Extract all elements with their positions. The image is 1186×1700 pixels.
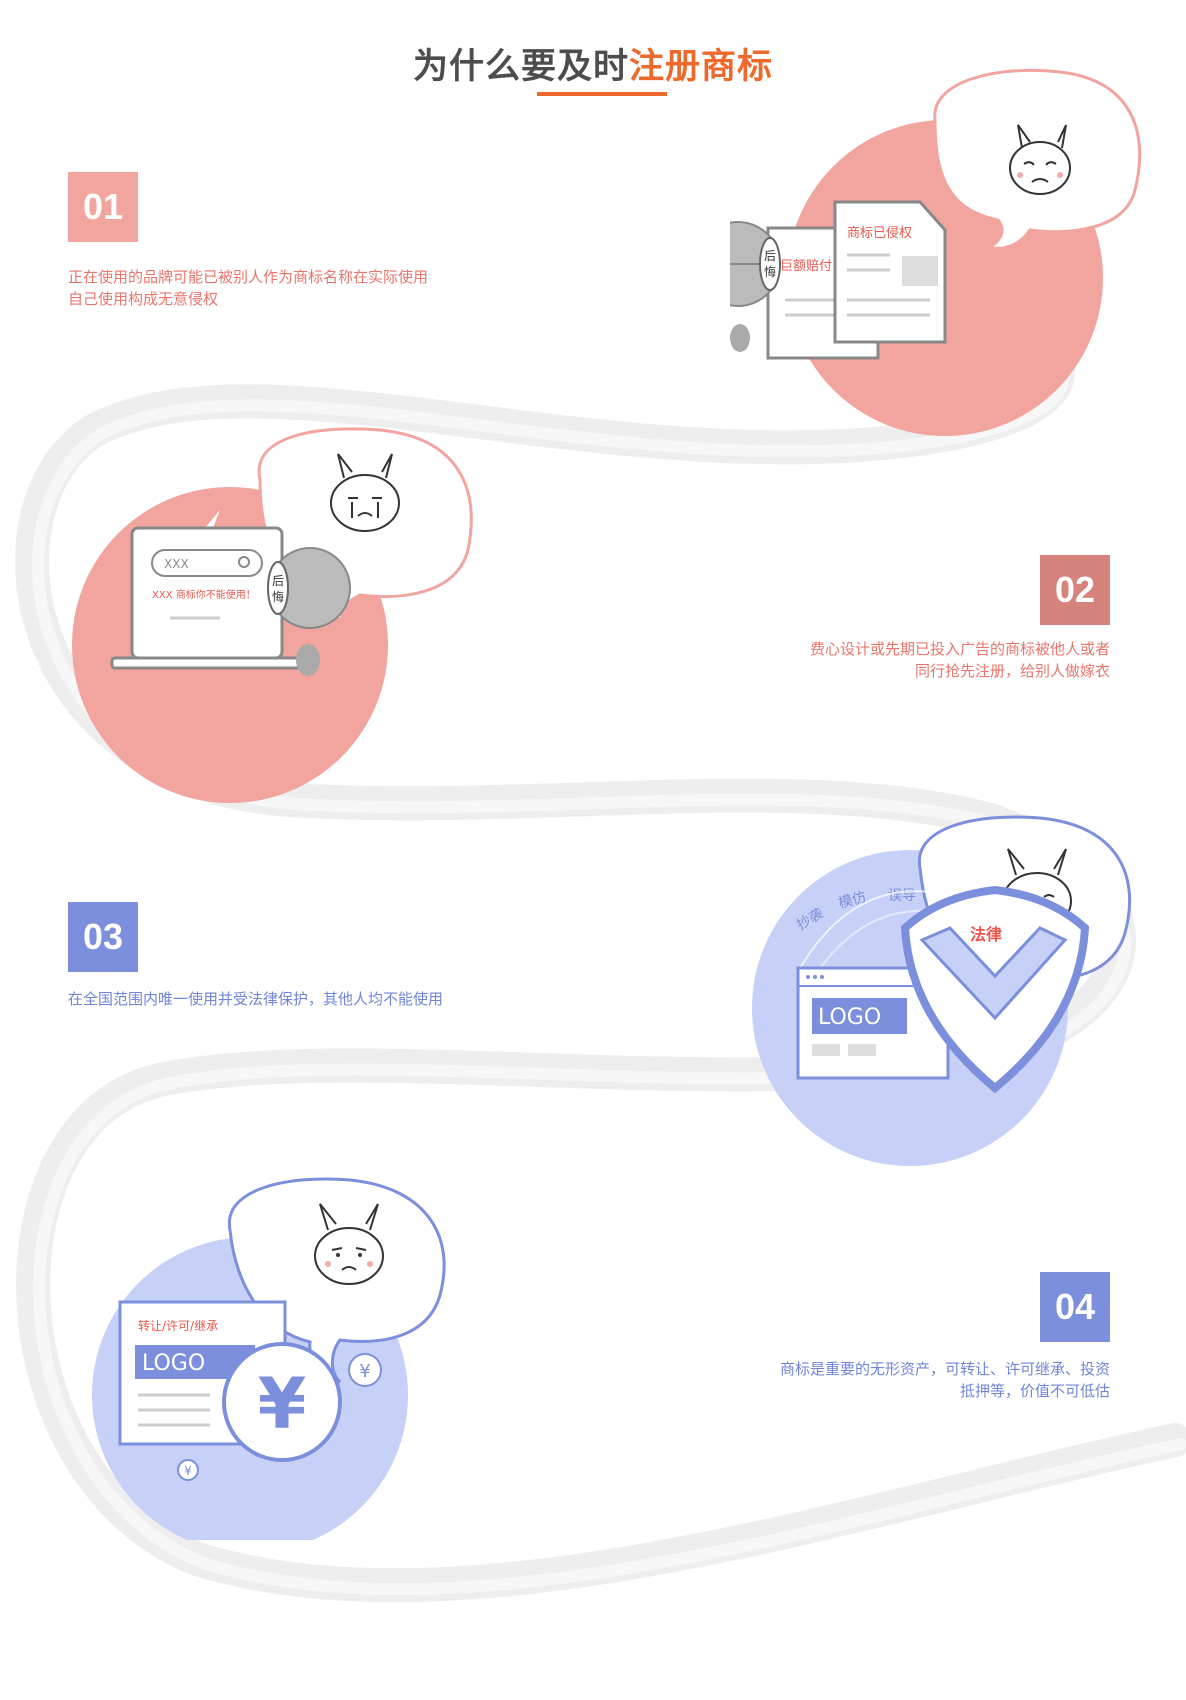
small-coin-icon: ¥: [348, 1353, 382, 1387]
section-01-line-1: 正在使用的品牌可能已被别人作为商标名称在实际使用: [68, 268, 429, 286]
yuan-coin-icon: ¥: [222, 1342, 342, 1462]
crying-rabbit-icon: [320, 448, 410, 538]
svg-text:¥: ¥: [184, 1464, 192, 1478]
sad-rabbit-icon: [302, 1198, 397, 1293]
page-title: 为什么要及时注册商标: [0, 38, 1186, 89]
section-04-description: 商标是重要的无形资产，可转让、许可继承、投资 抵押等，价值不可低估: [560, 1358, 1110, 1402]
section-03-badge: 03: [68, 902, 138, 972]
section-02-illustration: XXX XXX 商标你不能使用！ 后 悔: [72, 427, 473, 803]
doc-front-label: 商标已侵权: [847, 225, 912, 241]
section-03-description: 在全国范围内唯一使用并受法律保护，其他人均不能使用: [68, 988, 443, 1010]
svg-text:后: 后: [272, 574, 284, 588]
section-02-line-2: 同行抢先注册，给别人做嫁衣: [914, 662, 1110, 680]
svg-text:¥: ¥: [359, 1361, 370, 1382]
section-02-line-1: 费心设计或先期已投入广告的商标被他人或者: [809, 640, 1110, 658]
helmet-label-2: 悔: [764, 264, 776, 279]
title-prefix: 为什么要及时: [412, 47, 629, 87]
section-01-badge: 01: [68, 172, 138, 242]
logo-text: LOGO: [142, 1351, 205, 1376]
mini-coin-icon: ¥: [177, 1459, 199, 1481]
logo-text: LOGO: [818, 1005, 881, 1030]
section-01-line-2: 自己使用构成无意侵权: [68, 290, 219, 308]
helmet-character-icon: 后 悔: [267, 547, 351, 676]
search-input: XXX: [164, 557, 189, 571]
shield-label: 法律: [970, 925, 1002, 944]
section-04-illustration: 转让/许可/继承 LOGO ¥ ¥ ¥: [92, 1177, 446, 1540]
worried-rabbit-icon: [1000, 120, 1080, 200]
section-03-line-1: 在全国范围内唯一使用并受法律保护，其他人均不能使用: [68, 990, 444, 1008]
helmet-character-icon: 后 悔: [730, 221, 781, 352]
section-04-badge: 04: [1040, 1272, 1110, 1342]
title-underline: [537, 92, 667, 96]
section-01-description: 正在使用的品牌可能已被别人作为商标名称在实际使用 自己使用构成无意侵权: [68, 266, 428, 310]
section-03-illustration: 抄袭 模仿 误导 LOGO 法律: [752, 815, 1132, 1166]
section-01-illustration: 巨额赔付 商标已侵权 后 悔: [730, 68, 1142, 436]
section-02-description: 费心设计或先期已投入广告的商标被他人或者 同行抢先注册，给别人做嫁衣: [560, 638, 1110, 682]
title-highlight: 注册商标: [629, 47, 774, 87]
helmet-label-1: 后: [764, 249, 776, 263]
shield-icon: [900, 885, 1090, 1094]
section-04-line-2: 抵押等，价值不可低估: [959, 1382, 1110, 1400]
section-04-line-1: 商标是重要的无形资产，可转让、许可继承、投资: [779, 1360, 1110, 1378]
doc-back-label: 巨额赔付: [780, 259, 832, 274]
card-title: 转让/许可/继承: [138, 1318, 218, 1333]
warning-text: XXX 商标你不能使用！: [152, 588, 256, 601]
coin-symbol: ¥: [258, 1363, 307, 1445]
section-02-badge: 02: [1040, 555, 1110, 625]
svg-text:悔: 悔: [272, 589, 284, 604]
